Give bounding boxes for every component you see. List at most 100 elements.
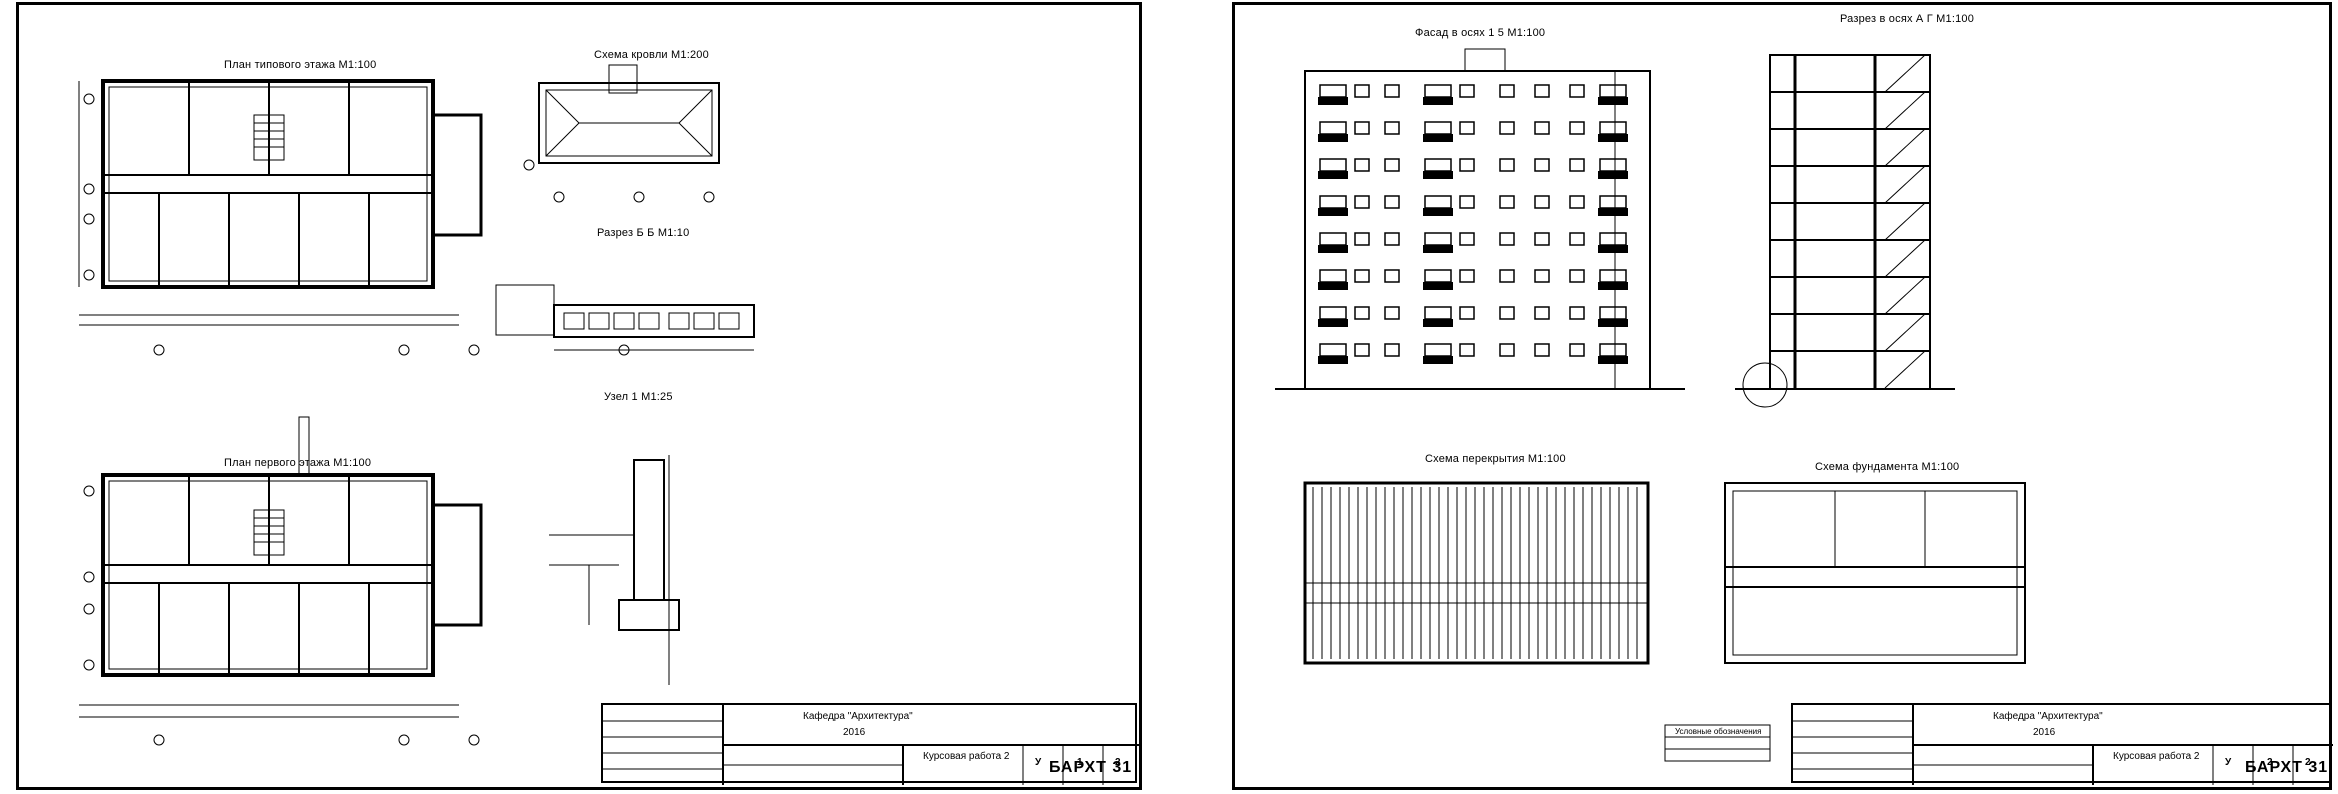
facade-window: [1499, 343, 1515, 357]
department: Кафедра "Архитектура": [803, 711, 913, 722]
group-code: БАРХТ 31: [1049, 759, 1133, 776]
balcony: [1423, 245, 1453, 253]
node-detail: [549, 455, 680, 685]
facade-window: [1424, 306, 1452, 320]
legend-title: Условные обозначения: [1675, 727, 1762, 736]
first-floor-title: План первого этажа М1:100: [224, 457, 372, 469]
drawing-sheet-1: План типового этажа М1:100 План первого …: [16, 2, 1142, 790]
facade-window: [1384, 158, 1400, 172]
facade: [1275, 48, 1685, 390]
stage-letter: У: [1035, 757, 1043, 768]
balcony: [1318, 319, 1348, 327]
stair-flight: [1884, 91, 1926, 130]
balcony: [1598, 208, 1628, 216]
year: 2016: [843, 727, 866, 738]
facade-window: [1424, 84, 1452, 98]
first-floor-plan: [79, 416, 630, 746]
work-name: Курсовая работа 2: [2113, 751, 2200, 762]
facade-window: [1319, 195, 1347, 209]
facade-window: [1384, 121, 1400, 135]
facade-window: [1319, 343, 1347, 357]
facade-window: [1569, 343, 1585, 357]
facade-window: [1534, 121, 1550, 135]
facade-window: [1569, 84, 1585, 98]
slab-title: Схема перекрытия М1:100: [1425, 453, 1566, 465]
facade-window: [1354, 158, 1370, 172]
stair-flight: [1884, 313, 1926, 352]
facade-window: [1534, 158, 1550, 172]
sheet-1-drawings: [78, 64, 755, 746]
balcony: [1598, 356, 1628, 364]
facade-window: [1599, 84, 1627, 98]
facade-window: [1319, 232, 1347, 246]
sheets-total: 2: [2305, 757, 2312, 768]
facade-window: [1384, 232, 1400, 246]
facade-window: [1599, 232, 1627, 246]
slab-ribs: [1312, 487, 1638, 659]
facade-window: [1319, 84, 1347, 98]
node-title: Узел 1 М1:25: [604, 391, 673, 403]
section-floors: [1770, 54, 1930, 389]
balcony: [1423, 208, 1453, 216]
department: Кафедра "Архитектура": [1993, 711, 2103, 722]
facade-window: [1499, 306, 1515, 320]
facade-window: [1459, 158, 1475, 172]
section-title-2: Разрез в осях А Г М1:100: [1840, 13, 1975, 25]
building-section: [1735, 54, 1955, 408]
facade-window: [1534, 306, 1550, 320]
facade-window: [1424, 158, 1452, 172]
sheets-total: 2: [1115, 757, 1122, 768]
facade-window: [1459, 121, 1475, 135]
balcony: [1598, 282, 1628, 290]
typical-floor-plan: [78, 79, 630, 356]
balcony: [1598, 134, 1628, 142]
facade-window: [1459, 306, 1475, 320]
balcony: [1318, 208, 1348, 216]
balcony: [1423, 134, 1453, 142]
facade-window: [1499, 158, 1515, 172]
sheet-2-drawings: [1275, 48, 2026, 762]
facade-window: [1534, 343, 1550, 357]
facade-window: [1424, 232, 1452, 246]
facade-window: [1319, 306, 1347, 320]
roof-title: Схема кровли М1:200: [594, 49, 709, 61]
balcony: [1598, 171, 1628, 179]
facade-window: [1499, 269, 1515, 283]
balcony: [1598, 319, 1628, 327]
facade-window: [1354, 195, 1370, 209]
slab-scheme: [1303, 481, 1650, 665]
facade-window: [1599, 158, 1627, 172]
section-title: Разрез Б Б М1:10: [597, 227, 690, 239]
stair-flight: [1884, 239, 1926, 278]
facade-window: [1354, 84, 1370, 98]
sheet-number: 1: [1077, 757, 1084, 768]
facade-window: [1459, 232, 1475, 246]
balcony: [1318, 134, 1348, 142]
facade-window: [1354, 343, 1370, 357]
slab-section: [495, 284, 755, 351]
foundation-title: Схема фундамента М1:100: [1815, 461, 1960, 473]
foundation-scheme: [1724, 482, 2026, 664]
balcony: [1423, 356, 1453, 364]
stair-flight: [1884, 128, 1926, 167]
balcony: [1423, 319, 1453, 327]
balcony: [1318, 282, 1348, 290]
facade-window: [1569, 269, 1585, 283]
balcony: [1318, 356, 1348, 364]
sheet-number: 2: [2267, 757, 2274, 768]
facade-window: [1384, 195, 1400, 209]
facade-window: [1384, 343, 1400, 357]
facade-window: [1534, 195, 1550, 209]
typical-floor-title: План типового этажа М1:100: [224, 59, 377, 71]
balcony: [1423, 171, 1453, 179]
facade-window: [1354, 232, 1370, 246]
facade-window: [1569, 158, 1585, 172]
title-block-1: Кафедра "Архитектура" 2016 Курсовая рабо…: [601, 703, 1139, 785]
facade-title: Фасад в осях 1 5 М1:100: [1415, 27, 1546, 39]
balcony: [1318, 171, 1348, 179]
facade-window: [1319, 121, 1347, 135]
stair-flight: [1884, 165, 1926, 204]
facade-window: [1319, 158, 1347, 172]
facade-window: [1424, 121, 1452, 135]
facade-window: [1569, 232, 1585, 246]
